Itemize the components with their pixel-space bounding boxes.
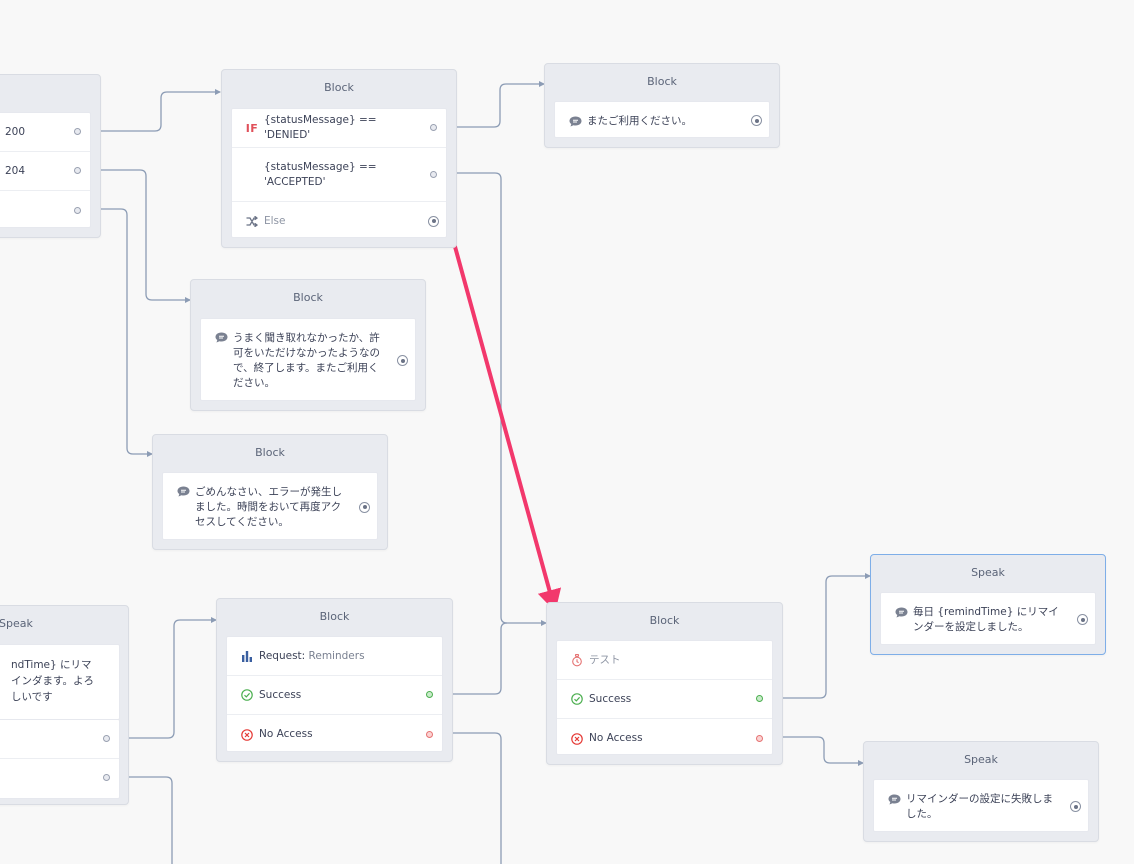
node-title: Block [293,291,323,304]
success-label: Success [589,692,632,705]
speech-bubble-icon [895,607,907,618]
speech-row[interactable]: ごめんなさい、エラーが発生しました。時間をおいて再度アクセスしてください。 [163,473,377,539]
status-row-other[interactable] [0,191,90,227]
bar-chart-icon [242,651,252,662]
node-title: Block [649,614,680,627]
speech-port[interactable] [359,501,370,513]
node-title: Speak [0,617,33,630]
status-block-partial[interactable]: 200 204 [0,74,101,238]
speech-text: またご利用ください。 [587,114,692,127]
node-title: Speak [971,566,1005,579]
speech-row[interactable]: またご利用ください。 [555,102,769,137]
condition-row-accepted[interactable]: {statusMessage} == 'ACCEPTED' [232,148,446,202]
again-block[interactable]: Block またご利用ください。 [544,63,780,148]
node-title: Block [647,75,677,88]
speech-text: うまく聞き取れなかったか、許可をいただけなかったようなので、終了します。またご利… [233,332,380,389]
node-title: Block [319,610,350,623]
check-circle-icon [571,693,583,705]
no-access-label: No Access [259,728,313,740]
speech-port[interactable] [397,355,408,366]
speak-fail-block[interactable]: Speak リマインダーの設定に失敗しました。 [863,741,1099,842]
x-circle-icon [241,728,253,741]
wire-speak-left-to-request [118,617,217,739]
test-label: テスト [589,653,621,666]
option-port-1[interactable] [103,735,110,742]
status-200-port[interactable] [74,128,81,135]
status-204-label: 204 [5,164,26,177]
speech-bubble-icon [569,116,581,126]
condition-denied: {statusMessage} == 'DENIED' [264,114,377,141]
error-block[interactable]: Block ごめんなさい、エラーが発生しました。時間をおいて再度アクセスしてくだ… [152,434,388,550]
option-row-1[interactable] [0,720,119,759]
request-row[interactable]: Request: Reminders [227,637,442,676]
speech-port[interactable] [1070,801,1081,812]
request-block[interactable]: Block Request: Reminders Success [216,598,453,762]
no-access-label: No Access [589,732,643,744]
else-port[interactable] [428,215,439,227]
node-title: Speak [964,753,998,766]
status-row-204[interactable]: 204 [0,152,90,191]
node-title: Block [255,446,285,459]
shuffle-icon [246,216,258,227]
no-access-port[interactable] [756,734,763,742]
wire-test-success-to-speak [772,573,871,699]
request-label-group: Request: Reminders [259,649,442,664]
check-circle-icon [241,689,253,701]
option-row-2[interactable] [0,759,119,797]
no-access-row[interactable]: No Access [557,719,772,754]
request-label: Request: [259,649,306,662]
if-icon: IF [245,121,259,135]
wire-other-to-error [88,208,153,457]
speech-row[interactable]: 毎日 {remindTime} にリマインダーを設定しました。 [881,593,1095,644]
condition-denied-port[interactable] [430,124,437,131]
status-204-port[interactable] [74,167,81,174]
speak-left-options[interactable] [0,719,120,799]
condition-accepted-port[interactable] [430,170,437,178]
status-row-200[interactable]: 200 [0,113,90,152]
wire-204-to-unheard [88,169,191,303]
no-access-row[interactable]: No Access [227,715,442,751]
node-title: Block [324,81,354,94]
speech-text: ごめんなさい、エラーが発生しました。時間をおいて再度アクセスしてください。 [195,486,342,528]
no-access-port[interactable] [426,730,433,738]
condition-row-denied[interactable]: IF {statusMessage} == 'DENIED' [232,109,446,148]
condition-accepted: {statusMessage} == 'ACCEPTED' [264,160,377,188]
test-block[interactable]: Block テスト Success No Access [546,602,783,765]
success-row[interactable]: Success [227,676,442,715]
option-port-2[interactable] [103,774,110,781]
wire-200-to-if [88,89,221,132]
unheard-block[interactable]: Block うまく聞き取れなかったか、許可をいただけなかったようなので、終了しま… [190,279,426,411]
success-row[interactable]: Success [557,680,772,719]
stopwatch-icon [572,653,582,666]
speak-success-block[interactable]: Speak 毎日 {remindTime} にリマインダーを設定しました。 [870,554,1106,655]
speech-row[interactable]: ndTime} にリマインダます。よろしいです [0,644,120,720]
wire-test-fail-to-speak [772,736,864,766]
speech-bubble-icon [215,332,227,343]
speech-port[interactable] [751,115,762,126]
else-label: Else [264,215,286,227]
speech-bubble-icon [888,794,900,805]
success-label: Success [259,688,302,701]
speech-text: ndTime} にリマインダます。よろしいです [11,659,94,703]
x-circle-icon [571,732,583,745]
test-row[interactable]: テスト [557,641,772,680]
speech-port[interactable] [1077,614,1088,625]
speech-row[interactable]: うまく聞き取れなかったか、許可をいただけなかったようなので、終了します。またご利… [201,319,415,400]
success-port[interactable] [426,691,433,698]
success-port[interactable] [756,695,763,702]
speak-left-block-partial[interactable]: Speak ndTime} にリマインダます。よろしいです [0,605,129,805]
speech-text: リマインダーの設定に失敗しました。 [906,793,1053,820]
speech-bubble-icon [177,486,189,497]
if-block[interactable]: Block IF {statusMessage} == 'DENIED' {st… [221,69,457,248]
condition-row-else[interactable]: Else [232,202,446,237]
status-200-label: 200 [5,125,26,138]
request-value: Reminders [308,649,365,662]
highlight-arrow [438,190,562,612]
speech-text: 毎日 {remindTime} にリマインダーを設定しました。 [913,606,1059,633]
status-other-port[interactable] [74,206,81,214]
speech-row[interactable]: リマインダーの設定に失敗しました。 [874,780,1088,831]
